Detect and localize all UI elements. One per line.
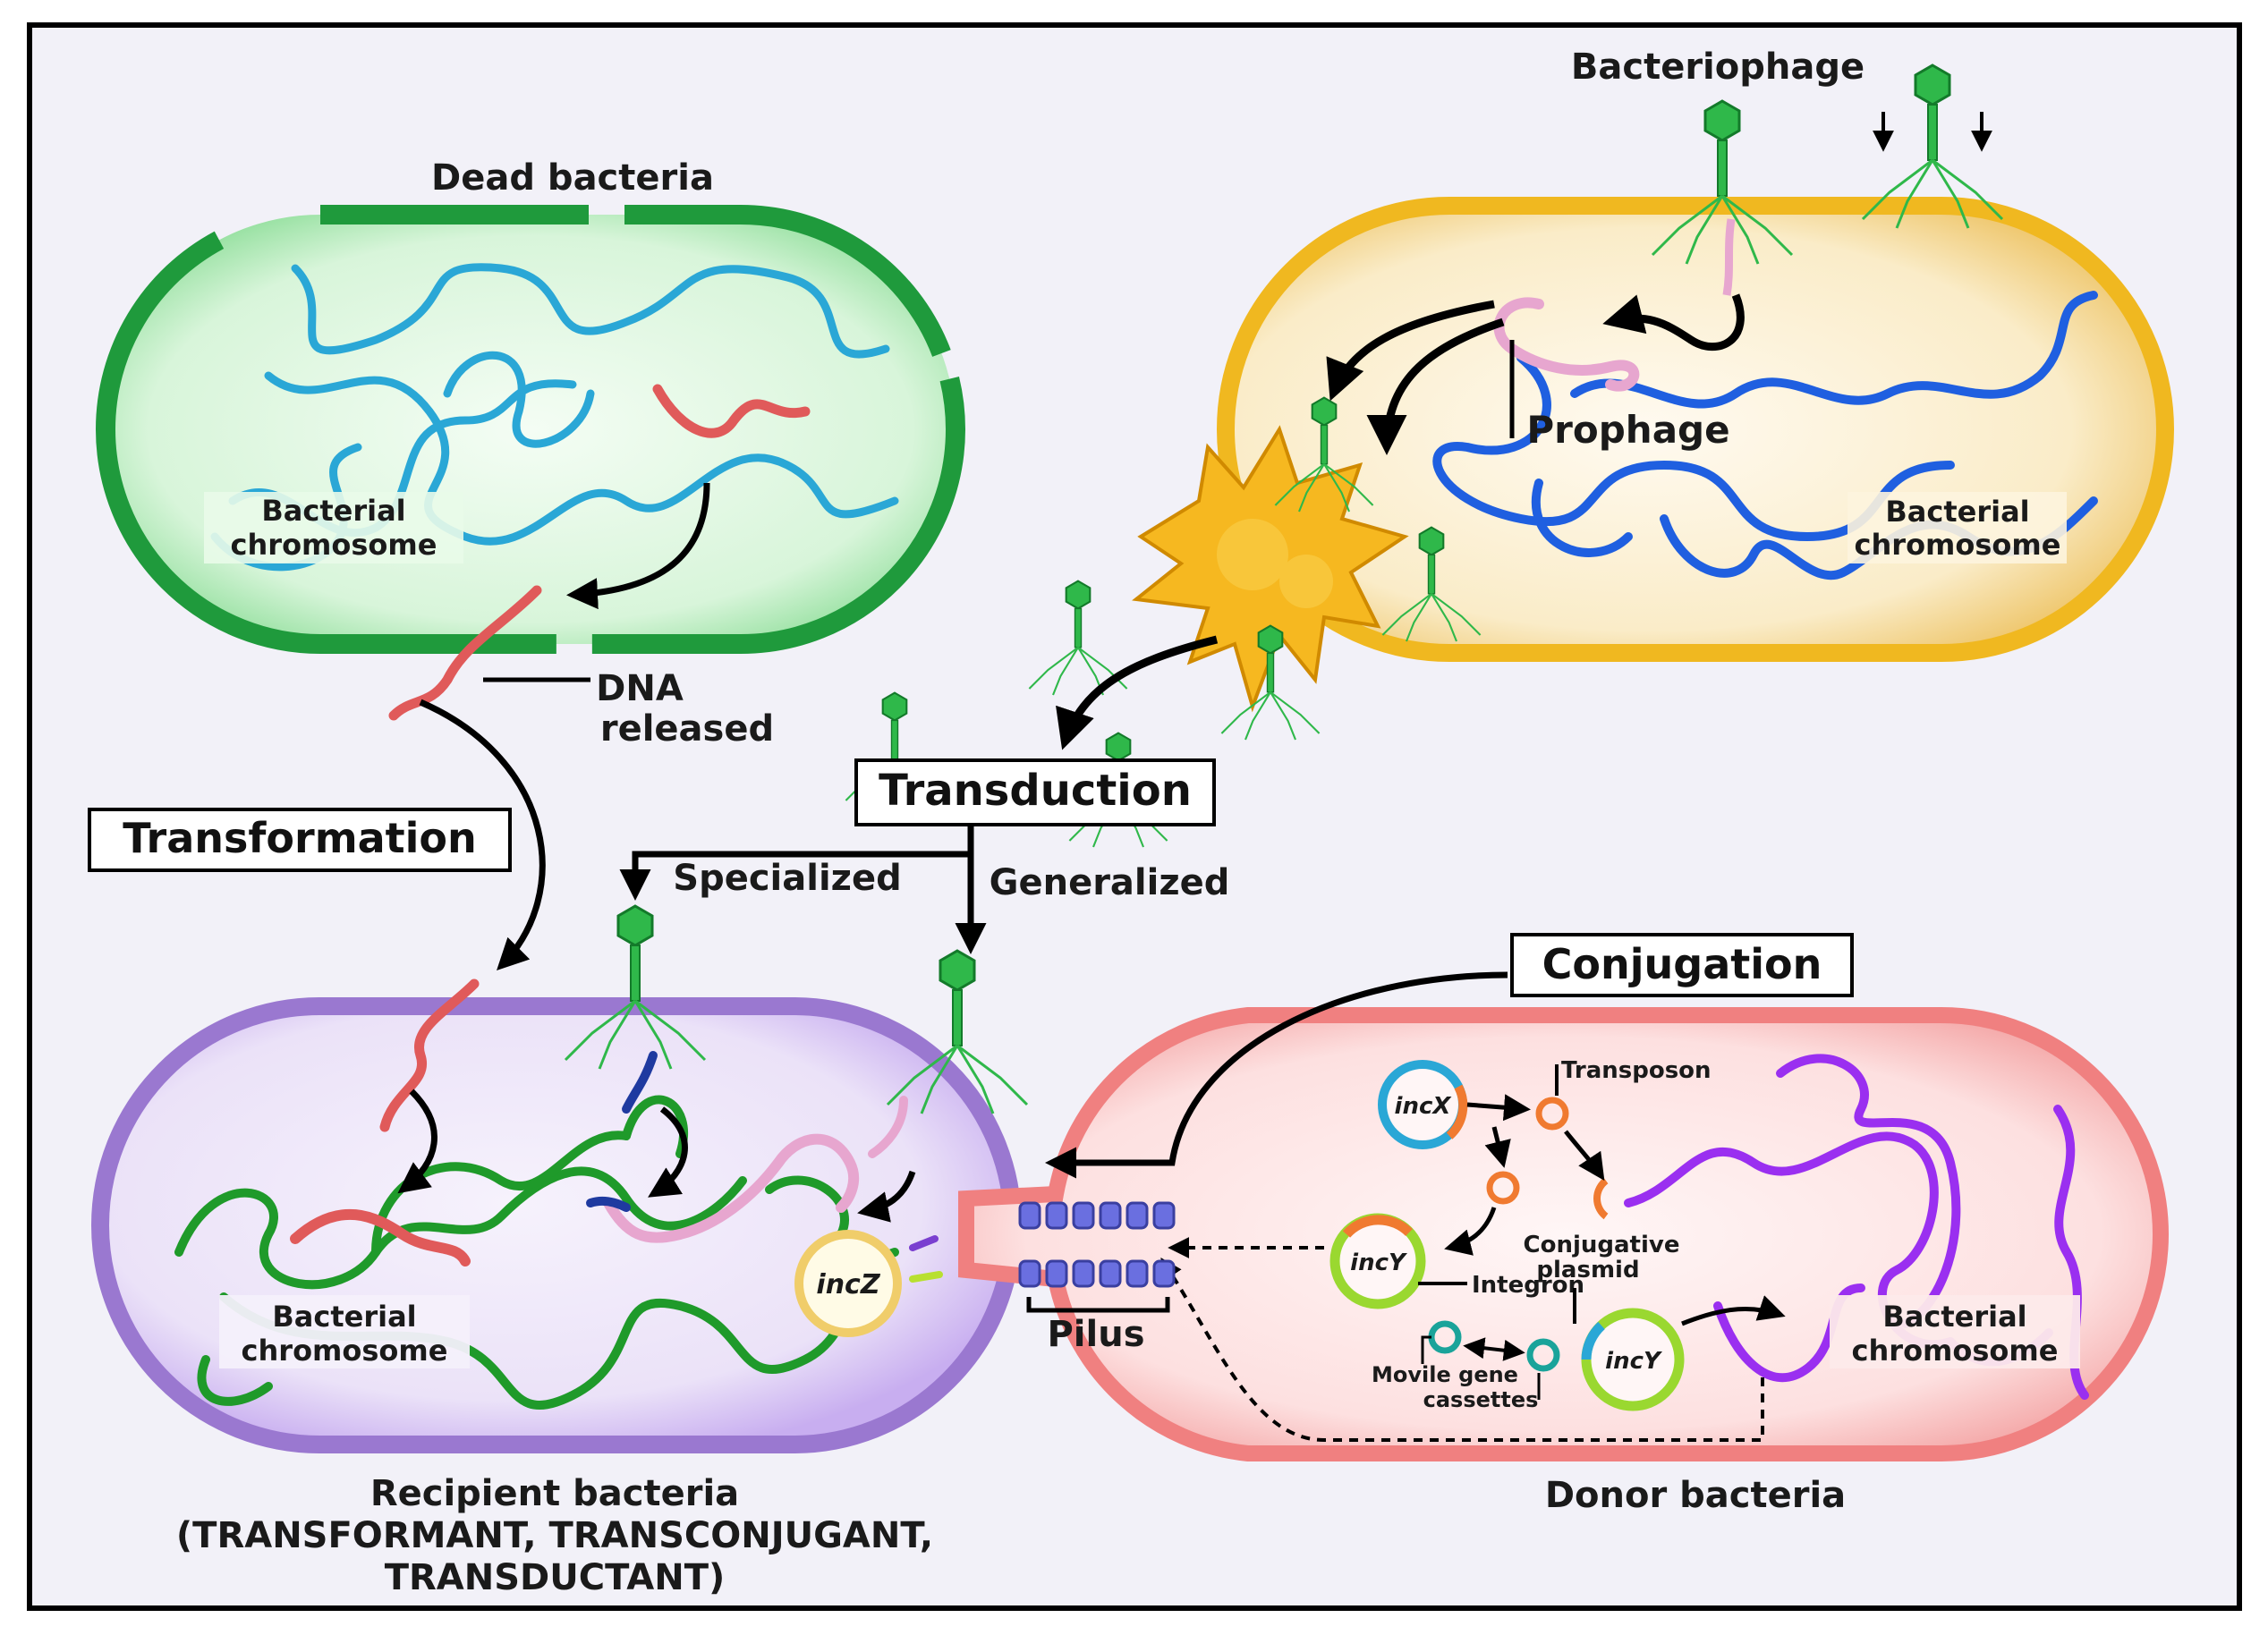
conjugation-box bbox=[1510, 933, 1854, 997]
lysogenic-bacterium: Prophage Bacterial chromosome bbox=[1217, 197, 2174, 662]
dead-bacterium: Bacterial chromosome bbox=[96, 205, 965, 721]
lysed-chromosome-label-1: Bacterial bbox=[1885, 495, 2029, 529]
integron-label: Integron bbox=[1472, 1272, 1584, 1299]
transformation-label: Transformation bbox=[123, 814, 477, 862]
recipient-bacterium: incZ Bacterial chromosome bbox=[91, 978, 1022, 1453]
conjugative-label: Conjugative bbox=[1524, 1232, 1680, 1258]
transduction-label: Transduction bbox=[879, 766, 1192, 816]
incz-label: incZ bbox=[816, 1269, 880, 1300]
lysed-chromosome-label-2: chromosome bbox=[1855, 528, 2061, 562]
dna-label: DNA bbox=[596, 668, 684, 709]
gene-cassette-icon-2 bbox=[1526, 1338, 1560, 1372]
recipient-chromosome-label-2: chromosome bbox=[242, 1334, 448, 1368]
recipient-title-2: (TRANSFORMANT, TRANSCONJUGANT, bbox=[176, 1515, 933, 1556]
dead-chromosome-label-2: chromosome bbox=[231, 528, 437, 562]
plasmid-label: plasmid bbox=[1536, 1257, 1639, 1283]
dead-chromosome-label-1: Bacterial bbox=[261, 494, 405, 528]
specialized-label: Specialized bbox=[673, 858, 901, 899]
transformation-box bbox=[88, 808, 512, 872]
recipient-title-1: Recipient bacteria bbox=[370, 1473, 739, 1514]
donor-chromosome-label-2: chromosome bbox=[1852, 1334, 2059, 1368]
movile-gene-label: Movile gene bbox=[1372, 1362, 1518, 1387]
pilus bbox=[1018, 1201, 1176, 1288]
bacteriophage-label: Bacteriophage bbox=[1571, 47, 1865, 88]
conjugation-label: Conjugation bbox=[1542, 940, 1822, 988]
incx-label: incX bbox=[1395, 1093, 1453, 1120]
prophage-label: Prophage bbox=[1526, 408, 1729, 452]
transposon-icon-2 bbox=[1486, 1171, 1520, 1205]
dead-bacteria-title: Dead bacteria bbox=[431, 157, 714, 199]
incy-lower-label: incY bbox=[1605, 1348, 1663, 1375]
recipient-title-3: TRANSDUCTANT) bbox=[385, 1557, 726, 1598]
incz-plasmid bbox=[794, 1230, 902, 1337]
pilus-label: Pilus bbox=[1047, 1314, 1144, 1355]
donor-bacterium: incX Transposon incY Integron Conjugativ… bbox=[958, 1007, 2169, 1461]
transposon-label: Transposon bbox=[1561, 1057, 1712, 1084]
cassettes-label: cassettes bbox=[1423, 1387, 1539, 1412]
transposon-icon-1 bbox=[1535, 1097, 1569, 1131]
donor-chromosome-label-1: Bacterial bbox=[1882, 1300, 2026, 1334]
incy-upper-label: incY bbox=[1350, 1250, 1408, 1276]
recipient-chromosome-label-1: Bacterial bbox=[272, 1300, 416, 1334]
transduction-box bbox=[854, 758, 1216, 826]
lysis-burst bbox=[1132, 425, 1409, 713]
released-label: released bbox=[600, 708, 774, 750]
generalized-label: Generalized bbox=[990, 862, 1230, 903]
donor-title: Donor bacteria bbox=[1545, 1475, 1846, 1516]
